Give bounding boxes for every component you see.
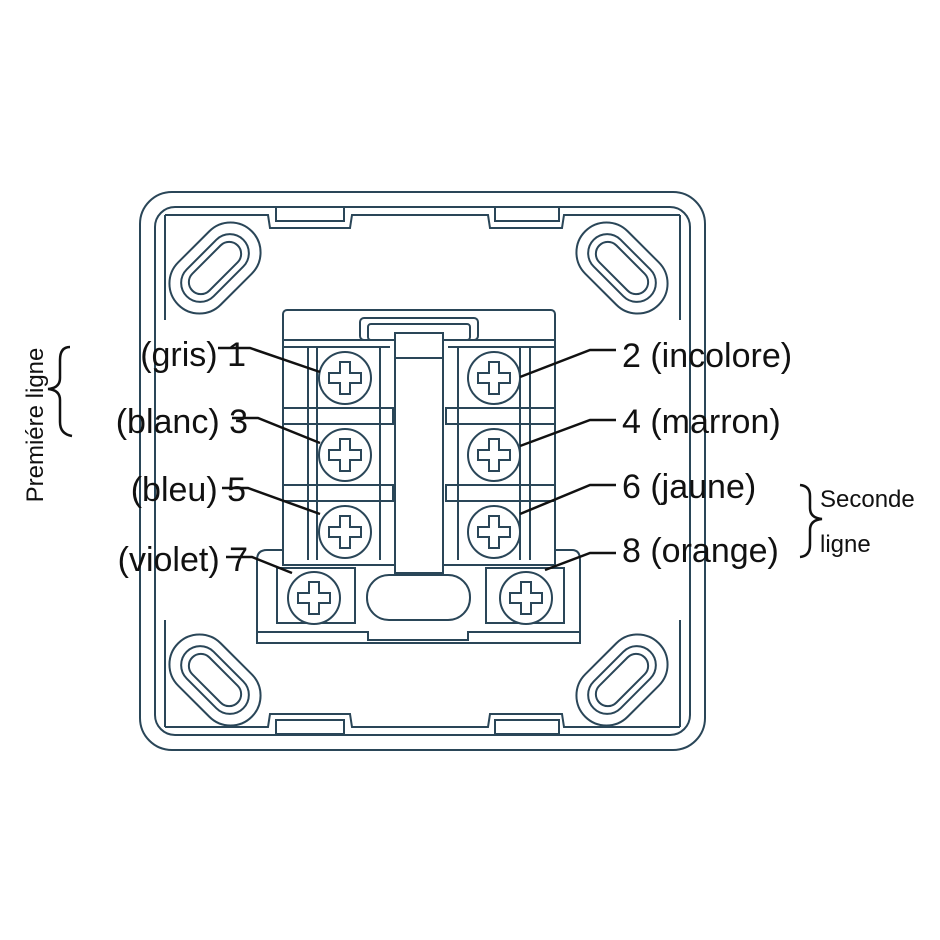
right-brace (799, 483, 823, 559)
mounting-holes (168, 221, 669, 727)
label-terminal-8: 8 (orange) (622, 532, 779, 570)
phillips-slot-icon (328, 361, 362, 395)
second-line-label-b: ligne (820, 531, 871, 558)
phillips-slot-icon (477, 361, 511, 395)
screw-terminal-2 (467, 351, 521, 405)
screw-terminal-8 (499, 571, 553, 625)
screw-terminal-6 (467, 505, 521, 559)
phillips-slot-icon (328, 515, 362, 549)
label-terminal-2: 2 (incolore) (622, 337, 792, 375)
terminal-screws (287, 351, 553, 625)
phillips-slot-icon (297, 581, 331, 615)
label-terminal-3: (blanc) 3 (116, 403, 248, 441)
screw-terminal-7 (287, 571, 341, 625)
label-terminal-4: 4 (marron) (622, 403, 781, 441)
phillips-slot-icon (477, 438, 511, 472)
phillips-slot-icon (328, 438, 362, 472)
faceplate (139, 191, 706, 751)
second-line-label-a: Seconde (820, 486, 915, 513)
left-brace (47, 345, 73, 438)
screw-terminal-3 (318, 428, 372, 482)
first-line-label: Premiére ligne (22, 348, 49, 503)
label-terminal-6: 6 (jaune) (622, 468, 756, 506)
screw-terminal-4 (467, 428, 521, 482)
screw-terminal-5 (318, 505, 372, 559)
label-terminal-5: (bleu) 5 (131, 471, 246, 509)
phillips-slot-icon (477, 515, 511, 549)
label-terminal-1: (gris) 1 (140, 336, 246, 374)
label-terminal-7: (violet) 7 (118, 541, 248, 579)
leader-lines (218, 346, 616, 575)
screw-terminal-1 (318, 351, 372, 405)
phillips-slot-icon (509, 581, 543, 615)
